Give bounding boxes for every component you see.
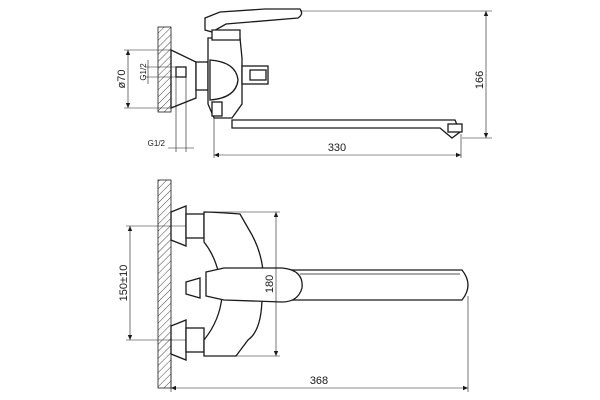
bottom-knob-side: [211, 101, 223, 117]
spout-side: [231, 119, 461, 139]
nut-upper: [185, 213, 205, 239]
dim-330-label: 330: [328, 142, 346, 154]
lever-base-side: [211, 29, 241, 41]
nut-side: [195, 61, 209, 91]
cartridge-side: [209, 59, 239, 101]
wall-hatch-top: [157, 26, 172, 113]
rosette-side: [170, 48, 197, 109]
wall-hatch-bottom: [157, 179, 172, 389]
dim-g12-bottom-label: G1/2: [148, 139, 166, 148]
dim-150-label: 150±10: [118, 265, 130, 302]
nut-lower: [185, 327, 205, 353]
front-view: 150±10 180 368: [118, 179, 469, 392]
aerator-side: [447, 123, 463, 133]
front-knob: [185, 277, 201, 299]
side-view: 166 330 ø70 G1/2 G1/2: [116, 8, 492, 158]
dim-70-label: ø70: [116, 70, 128, 89]
lever-front: [205, 267, 303, 303]
dim-g12-top-label: G1/2: [139, 63, 148, 81]
dim-180-label: 180: [264, 275, 276, 293]
thread-stub: [175, 66, 187, 78]
dim-368-label: 368: [310, 375, 328, 387]
dim-166-label: 166: [474, 71, 486, 89]
diverter-knob: [249, 69, 267, 81]
lever-side: [204, 8, 303, 33]
